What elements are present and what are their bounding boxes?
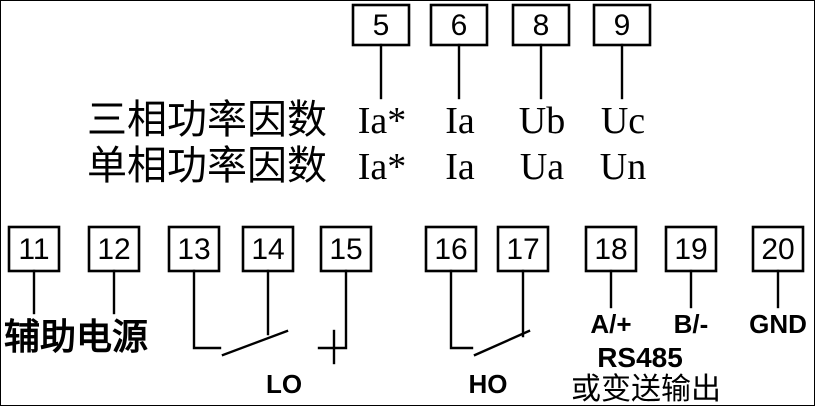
terminal-number: 19 <box>674 233 707 266</box>
aux-power-label: 辅助电源 <box>4 316 148 357</box>
three-phase-signal-row: 三相功率因数 Ia* Ia Ub Uc <box>87 97 645 142</box>
terminal-number: 16 <box>434 233 467 266</box>
rs485-b-label: B/- <box>674 309 709 339</box>
terminal-number: 17 <box>506 233 539 266</box>
relay-lo-contact <box>221 329 336 365</box>
rs485-name-label: RS485 <box>597 342 683 373</box>
bottom-terminal-12: 12 <box>87 225 141 315</box>
signal-label: Ub <box>519 100 565 142</box>
relay-ho-blade <box>473 329 531 357</box>
signal-label: Ia <box>445 100 475 142</box>
terminal-wire <box>192 269 222 350</box>
top-terminal-8: 8 <box>511 3 571 100</box>
transmit-output-label: 或变送输出 <box>571 373 721 405</box>
signal-label: Ia <box>445 146 475 188</box>
rs485-a-label: A/+ <box>590 309 631 339</box>
top-terminal-9: 9 <box>592 3 652 100</box>
signal-label: Ua <box>520 146 564 188</box>
terminal-number: 8 <box>533 9 550 42</box>
single-phase-signal-row: 单相功率因数 Ia* Ia Ua Un <box>87 143 646 188</box>
top-terminal-6: 6 <box>429 3 489 100</box>
bottom-terminal-18: 18 <box>584 225 638 309</box>
bottom-terminal-19: 19 <box>664 225 718 309</box>
signal-label: Un <box>600 146 646 188</box>
single-phase-row-label: 单相功率因数 <box>87 143 327 188</box>
terminal-number: 18 <box>594 233 627 266</box>
three-phase-row-label: 三相功率因数 <box>87 97 327 142</box>
bottom-terminal-16: 16 <box>424 225 478 350</box>
bottom-terminal-20: 20 <box>751 225 805 309</box>
terminal-number: 6 <box>451 9 468 42</box>
relay-ho-contact <box>473 329 531 357</box>
relay-lo-blade <box>221 329 289 357</box>
bottom-terminal-15: 15 <box>317 225 373 350</box>
bottom-terminal-14: 14 <box>241 225 295 336</box>
bottom-terminal-13: 13 <box>167 225 222 350</box>
terminal-number: 14 <box>251 233 284 266</box>
terminal-wire <box>449 269 474 350</box>
signal-label: Ia* <box>358 146 407 188</box>
relay-lo-label: LO <box>266 369 302 399</box>
bottom-terminal-17: 17 <box>496 225 550 338</box>
terminal-number: 13 <box>177 233 210 266</box>
signal-label: Ia* <box>358 100 407 142</box>
terminal-number: 20 <box>761 233 794 266</box>
gnd-label: GND <box>749 309 807 339</box>
terminal-number: 12 <box>97 233 130 266</box>
relay-ho-label: HO <box>469 369 508 399</box>
terminal-number: 5 <box>373 9 390 42</box>
terminal-number: 15 <box>329 233 362 266</box>
terminal-number: 11 <box>18 233 49 266</box>
bottom-terminal-11: 11 <box>7 225 61 315</box>
signal-label: Uc <box>601 100 645 142</box>
terminal-wire <box>317 269 348 350</box>
top-terminal-5: 5 <box>351 3 411 100</box>
terminal-number: 9 <box>614 9 631 42</box>
